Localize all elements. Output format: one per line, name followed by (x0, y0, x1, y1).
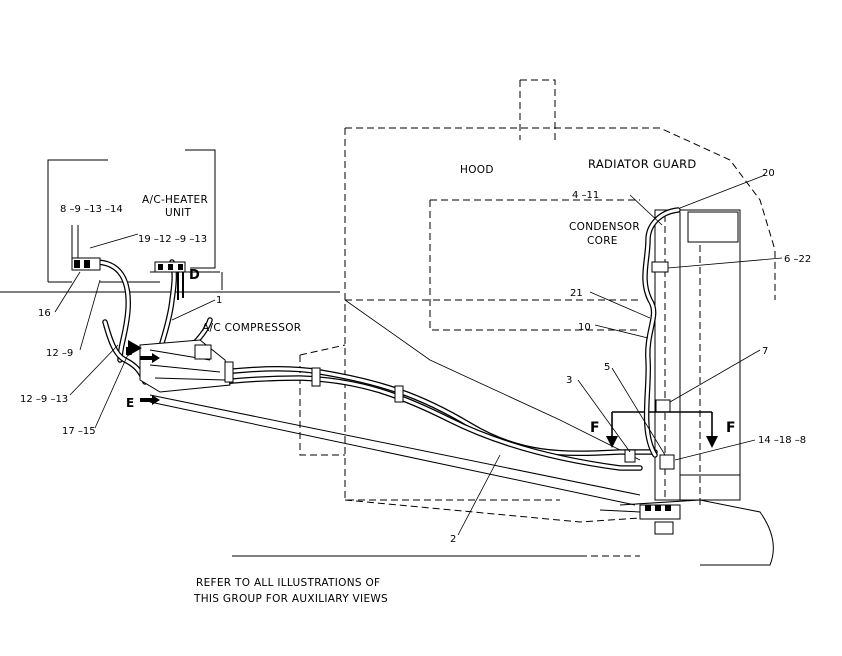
compressor-label: A/C COMPRESSOR (202, 322, 301, 334)
section-line-f (606, 411, 718, 448)
section-f-left: F (590, 420, 600, 436)
callout-e-small: E (125, 345, 133, 358)
condensor-label: CONDENSOR (569, 221, 640, 233)
callout-10: 10 (578, 322, 591, 333)
callout-14-18-8: 14 –18 –8 (758, 435, 806, 446)
radiator-condenser (599, 209, 774, 566)
section-f-right: F (726, 420, 736, 436)
callout-3: 3 (566, 375, 572, 386)
callout-d: D (189, 268, 200, 283)
heater-fittings (71, 257, 186, 300)
callout-20: 20 (762, 168, 775, 179)
callout-4-11: 4 –11 (572, 190, 599, 201)
callout-17-15: 17 –15 (62, 426, 96, 437)
callout-12-9: 12 –9 (46, 348, 73, 359)
condensor-core-label: CORE (587, 235, 618, 247)
callout-7: 7 (762, 346, 768, 357)
callout-19-12-9-13: 19 –12 –9 –13 (138, 234, 207, 245)
leader-lines (54, 174, 783, 536)
note-line-2: THIS GROUP FOR AUXILIARY VIEWS (193, 593, 388, 605)
callout-2: 2 (450, 534, 456, 545)
callout-6-22: 6 –22 (784, 254, 811, 265)
radiator-guard-label: RADIATOR GUARD (588, 157, 697, 171)
heater-unit-label-2: UNIT (165, 207, 192, 219)
callout-16: 16 (38, 308, 51, 319)
heater-unit-label: A/C-HEATER (142, 194, 208, 206)
hood-label: HOOD (460, 164, 494, 176)
hood-outline (299, 79, 776, 523)
callout-5: 5 (604, 362, 610, 373)
callout-21: 21 (570, 288, 583, 299)
frame-rail (149, 394, 641, 557)
callout-e: E (126, 396, 134, 410)
callout-8-9-13-14: 8 –9 –13 –14 (60, 204, 123, 215)
note-line-1: REFER TO ALL ILLUSTRATIONS OF (196, 577, 380, 589)
callout-1: 1 (216, 295, 222, 306)
ac-compressor (128, 339, 636, 463)
callout-12-9-13: 12 –9 –13 (20, 394, 68, 405)
